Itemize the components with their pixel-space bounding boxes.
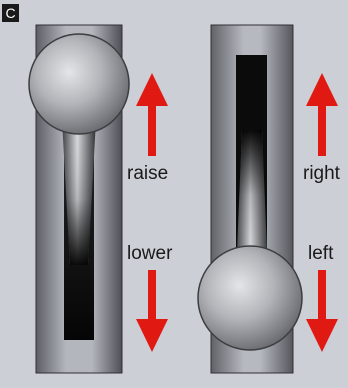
left-lever-knob <box>28 33 130 135</box>
lower-label: lower <box>127 243 173 264</box>
right-lever <box>197 24 303 374</box>
arrow-up-icon <box>136 73 168 156</box>
right-lever-knob <box>197 245 303 351</box>
panel-letter-badge: C <box>2 4 19 22</box>
left-lever <box>28 24 130 374</box>
raise-label: raise <box>127 163 169 184</box>
arrow-down-icon <box>306 270 338 352</box>
left-label: left <box>308 243 334 264</box>
right-label: right <box>303 163 340 184</box>
arrow-up-icon <box>306 73 338 156</box>
arrow-down-icon <box>136 270 168 352</box>
